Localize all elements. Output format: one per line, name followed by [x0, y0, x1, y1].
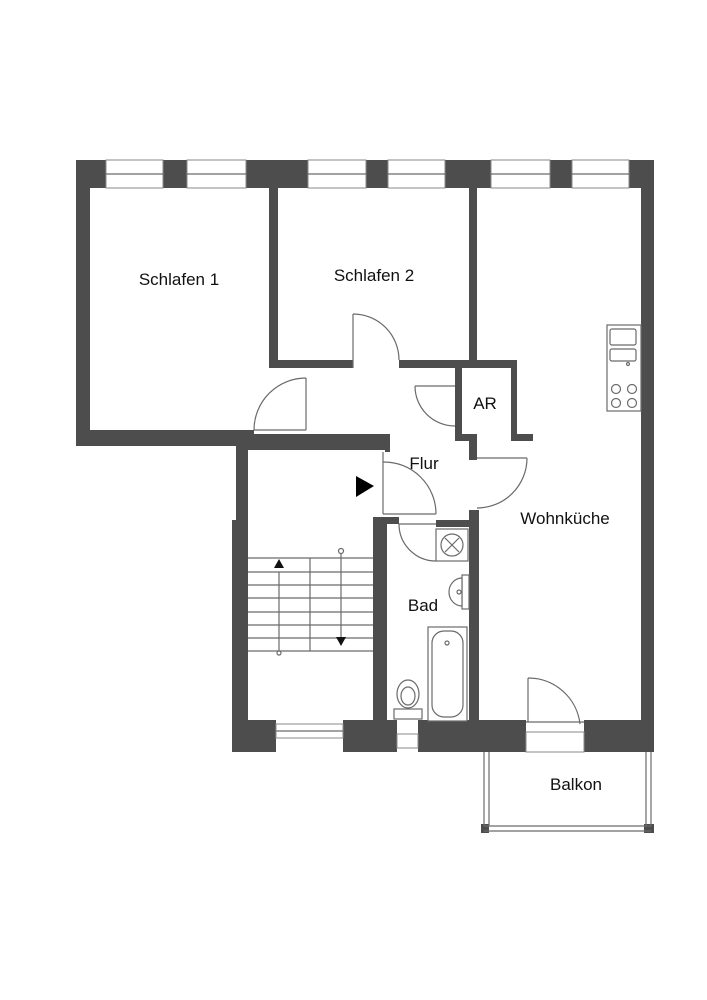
wall-left	[76, 160, 90, 446]
wall-bed2-bottom-b	[399, 360, 515, 368]
wall-bottom-4	[584, 720, 654, 752]
wall-top-2	[163, 160, 187, 188]
staircase	[248, 547, 373, 656]
door-bad	[398, 523, 437, 562]
door-balkon	[525, 677, 585, 753]
windows	[105, 159, 630, 749]
label-wohnkueche: Wohnküche	[520, 509, 609, 528]
label-flur: Flur	[409, 454, 439, 473]
door-schlafen2	[352, 313, 400, 368]
wall-stair-left-a	[236, 450, 248, 520]
wall-corridor-top	[236, 434, 388, 450]
walls	[76, 160, 654, 833]
kitchen-sink	[609, 328, 637, 346]
doors	[253, 313, 585, 753]
label-ar: AR	[473, 394, 497, 413]
washing-machine	[435, 528, 469, 562]
wall-ar-left	[455, 368, 462, 440]
bath-fixtures	[393, 528, 470, 722]
wall-bedroom1-bottom	[76, 430, 254, 446]
stairs-up-arrow-icon	[274, 559, 284, 568]
balcony-post-left	[481, 824, 489, 833]
label-balkon: Balkon	[550, 775, 602, 794]
label-schlafen1: Schlafen 1	[139, 270, 219, 289]
wall-stair-bath	[373, 517, 387, 722]
door-entrance	[382, 452, 437, 515]
entrance-arrow-icon	[356, 476, 374, 497]
wall-bed2-wohn	[469, 188, 477, 368]
wall-top-5	[445, 160, 491, 188]
wall-bed1-bed2	[269, 188, 278, 364]
wall-flur-left-stub	[385, 434, 390, 452]
wall-ar-right	[511, 360, 517, 440]
wall-bottom-1	[232, 720, 276, 752]
wall-bath-wohn	[469, 510, 479, 722]
wall-top-6	[550, 160, 572, 188]
washbasin	[448, 574, 470, 610]
balcony	[483, 752, 652, 832]
window-bath	[396, 733, 419, 749]
wall-top-4	[366, 160, 388, 188]
wall-bath-wohn-top	[469, 440, 477, 460]
stove	[610, 383, 638, 409]
wall-ar-bottom-b	[511, 434, 533, 441]
wall-bottom-2	[343, 720, 397, 752]
door-schlafen1	[253, 377, 307, 431]
wall-bottom-3	[418, 720, 526, 752]
kitchen-counter	[606, 324, 642, 412]
door-ar	[414, 385, 456, 427]
room-labels: Schlafen 1 Schlafen 2 AR Flur Wohnküche …	[139, 266, 610, 794]
wall-flur-bath-b	[436, 520, 474, 527]
balcony-post-right	[644, 824, 654, 833]
wall-right	[641, 160, 654, 752]
bathtub	[427, 626, 468, 722]
wall-ar-bottom-a	[455, 434, 477, 441]
wall-flur-bath	[373, 517, 399, 524]
wall-top-3	[246, 160, 308, 188]
door-wohnkueche	[476, 457, 528, 509]
label-schlafen2: Schlafen 2	[334, 266, 414, 285]
stairs-down-arrow-icon	[336, 637, 346, 646]
wall-stair-left-b	[232, 520, 248, 752]
toilet	[393, 679, 423, 720]
label-bad: Bad	[408, 596, 438, 615]
wall-bed2-bottom-a	[269, 360, 353, 368]
